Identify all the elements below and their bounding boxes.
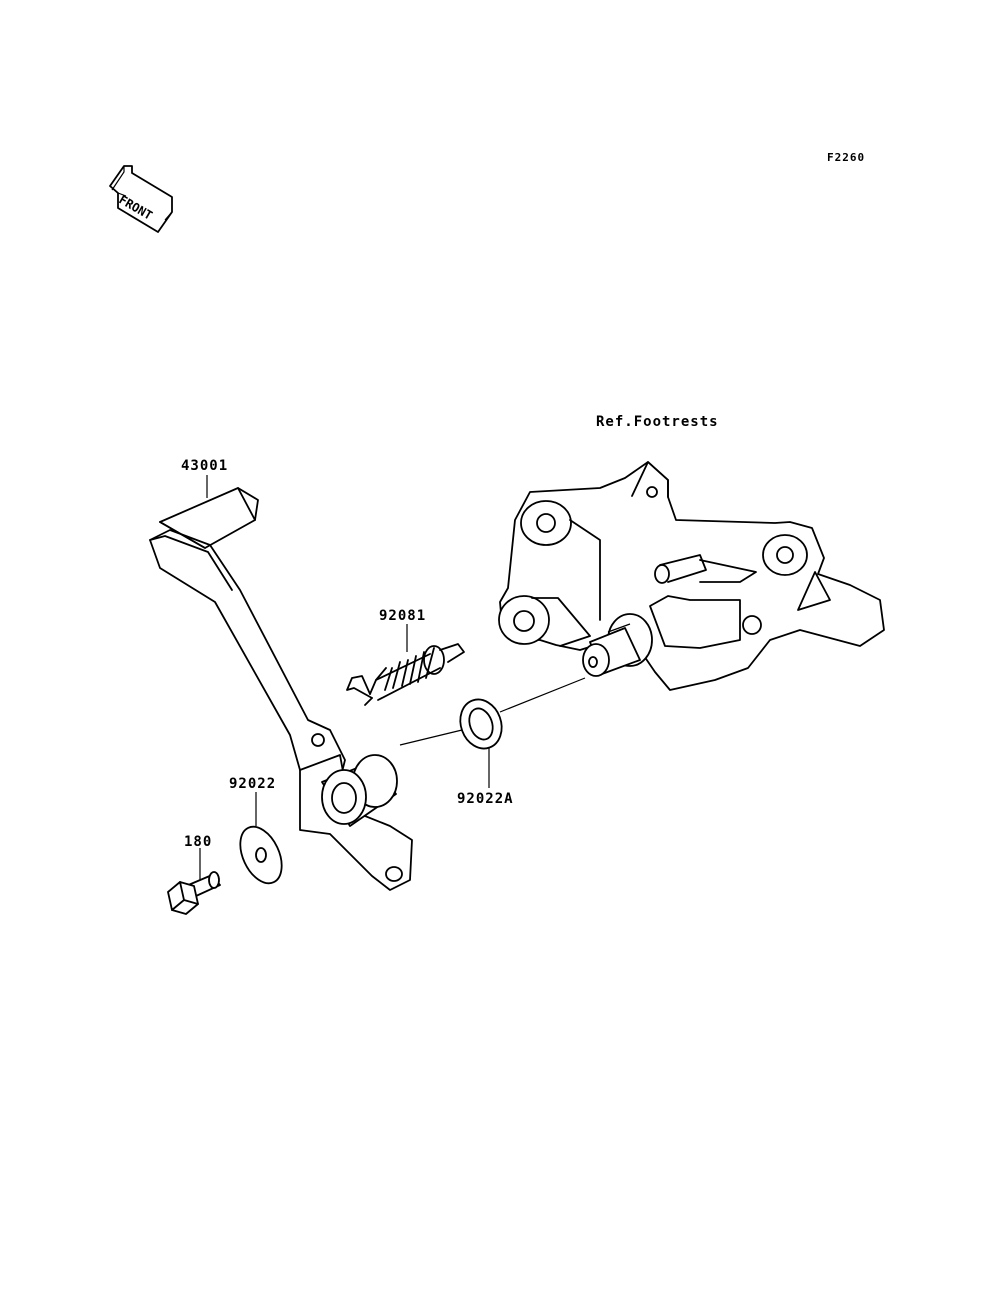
bolt [167,871,221,915]
footrest-bracket [498,461,885,691]
part-label-spring: 92081 [379,608,426,624]
diagram-code: F2260 [827,151,865,164]
washer [239,825,283,885]
spring [346,643,465,706]
front-arrow-icon: FRONT [109,165,173,233]
reference-note: Ref.Footrests [596,414,719,430]
leader-lines [199,475,490,880]
washer-large [459,698,503,750]
part-label-washer: 92022 [229,776,276,792]
pedal [149,487,413,891]
part-label-washer-large: 92022A [457,791,514,807]
part-label-bolt: 180 [184,834,212,850]
alignment-line [399,677,586,746]
part-label-pedal: 43001 [181,458,228,474]
